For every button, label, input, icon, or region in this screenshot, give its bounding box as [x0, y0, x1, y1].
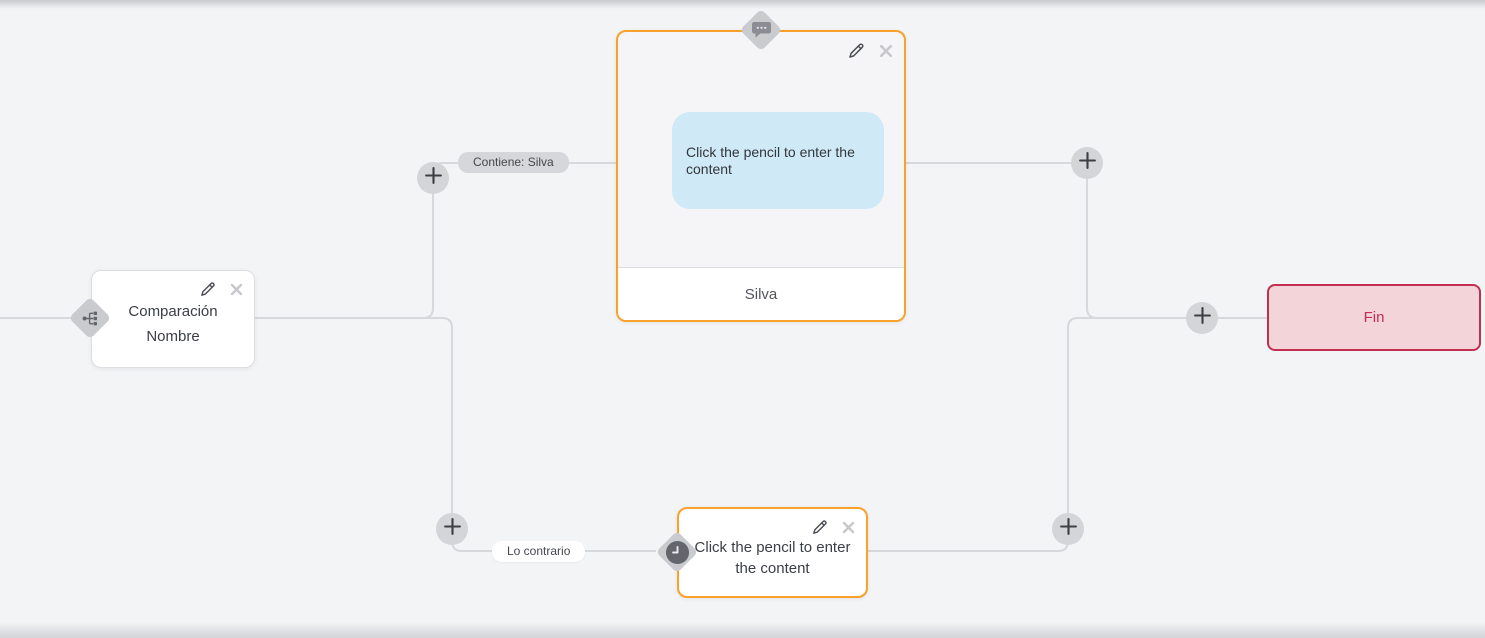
- pencil-icon[interactable]: [847, 42, 865, 60]
- pencil-icon[interactable]: [199, 281, 216, 298]
- edge-label-condition-false: Lo contrario: [492, 541, 586, 562]
- branch-icon: [82, 311, 99, 326]
- message-node-footer: Silva: [618, 267, 904, 320]
- edge-message-to-end: [905, 162, 1268, 319]
- fallback-node-text: Click the pencil to enter the content: [694, 539, 851, 577]
- edge-fallback-to-end: [867, 317, 1100, 552]
- condition-title-line2: Nombre: [146, 328, 200, 345]
- add-block-button-before-end[interactable]: [1186, 302, 1218, 334]
- fallback-input-port[interactable]: [655, 530, 699, 574]
- condition-node-actions: [199, 281, 244, 298]
- message-input-port[interactable]: [739, 8, 783, 52]
- close-icon[interactable]: [878, 43, 894, 59]
- condition-input-port[interactable]: [68, 296, 112, 340]
- add-block-button-top-left[interactable]: [417, 162, 449, 194]
- chat-bubble-icon: [751, 21, 772, 39]
- fallback-node[interactable]: Click the pencil to enter the content: [677, 507, 868, 598]
- plus-icon: [1193, 306, 1212, 330]
- clock-icon: [665, 540, 690, 565]
- message-node[interactable]: Click the pencil to enter the content Si…: [616, 30, 906, 322]
- condition-node[interactable]: Comparación Nombre: [91, 270, 255, 368]
- message-node-actions: [847, 42, 894, 60]
- condition-title-line1: Comparación: [128, 303, 218, 320]
- message-bubble: Click the pencil to enter the content: [672, 112, 884, 209]
- plus-icon: [1059, 517, 1078, 541]
- plus-icon: [424, 166, 443, 190]
- plus-icon: [443, 517, 462, 541]
- add-block-button-bottom-right[interactable]: [1052, 513, 1084, 545]
- close-icon[interactable]: [229, 282, 244, 297]
- plus-icon: [1078, 151, 1097, 175]
- end-node-label: Fin: [1363, 309, 1385, 326]
- fallback-node-actions: [811, 519, 856, 536]
- add-block-button-bottom-left[interactable]: [436, 513, 468, 545]
- close-icon[interactable]: [841, 520, 856, 535]
- edge-condition-to-fallback: [253, 317, 656, 552]
- end-node[interactable]: Fin: [1267, 284, 1481, 351]
- add-block-button-top-right[interactable]: [1071, 147, 1103, 179]
- condition-node-title: Comparación Nombre: [92, 299, 254, 349]
- pencil-icon[interactable]: [811, 519, 828, 536]
- message-footer-label: Silva: [744, 285, 778, 303]
- message-bubble-text: Click the pencil to enter the content: [686, 143, 855, 177]
- edge-label-condition-true: Contiene: Silva: [458, 152, 569, 173]
